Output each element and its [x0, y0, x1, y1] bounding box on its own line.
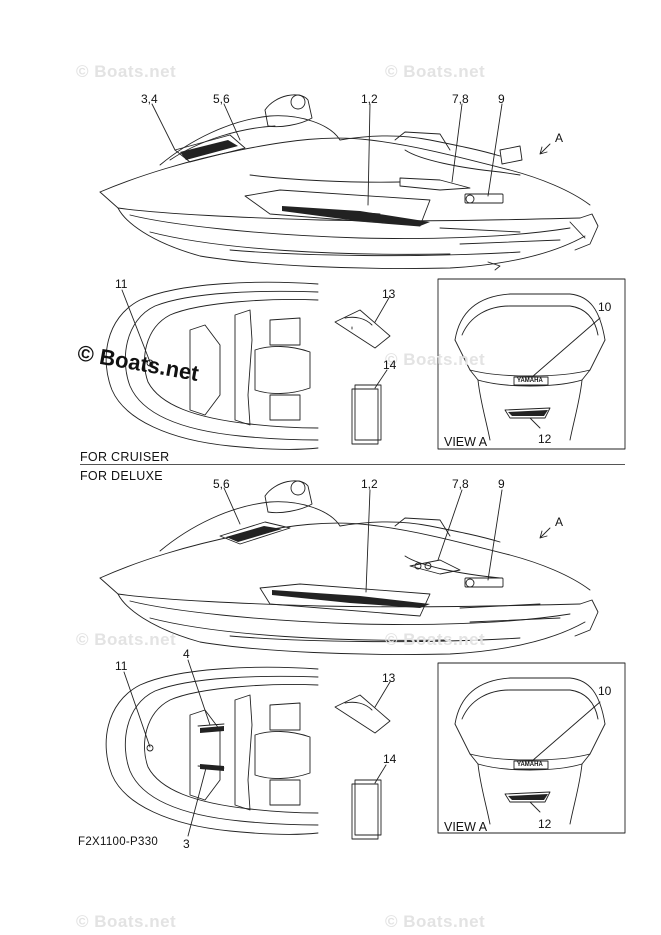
watermark: © Boats.net	[76, 630, 177, 649]
part-code: F2X1100-P330	[78, 836, 159, 848]
deluxe-leaders	[223, 487, 503, 593]
view-arrow-a: A	[555, 131, 564, 145]
callout-7-8: 7,8	[452, 92, 469, 106]
section-divider	[80, 464, 625, 465]
cruiser-side-stripe	[282, 206, 430, 226]
view-a-label: VIEW A	[444, 435, 488, 449]
cruiser-leaders	[151, 103, 503, 206]
view-a-decal-1	[508, 410, 548, 416]
callout-13: 13	[382, 671, 396, 685]
cruiser-seat-decal	[180, 140, 238, 160]
yamaha-decal-text: YAMAHA	[517, 378, 543, 384]
deluxe-side-stripe	[272, 590, 430, 608]
cruiser-side-view	[99, 94, 599, 271]
callout-9: 9	[498, 477, 505, 491]
callout-10: 10	[598, 684, 612, 698]
callout-1-2: 1,2	[361, 477, 378, 491]
section-label-deluxe: FOR DELUXE	[80, 469, 163, 483]
callout-12: 12	[538, 817, 552, 831]
callout-10: 10	[598, 300, 612, 314]
deluxe-top-view	[105, 659, 319, 837]
callout-12: 12	[538, 432, 552, 446]
deluxe-item-14-manual	[351, 764, 387, 840]
callout-11: 11	[115, 277, 128, 291]
deluxe-view-a	[437, 662, 626, 834]
cruiser-top-view	[105, 281, 319, 450]
cruiser-top-decal-right	[200, 764, 224, 771]
view-a-label: VIEW A	[444, 820, 488, 834]
callout-3: 3	[183, 837, 190, 851]
watermark: © Boats.net	[385, 350, 486, 369]
deluxe-side-view	[99, 480, 599, 655]
callout-5-6: 5,6	[213, 477, 230, 491]
cruiser-top-decal-left	[200, 726, 224, 733]
callout-11: 11	[115, 659, 128, 673]
callout-3-4: 3,4	[141, 92, 158, 106]
yamaha-decal-text: YAMAHA	[517, 762, 543, 768]
callout-5-6: 5,6	[213, 92, 230, 106]
cruiser-view-a	[437, 278, 626, 450]
watermark: © Boats.net	[385, 630, 486, 649]
watermark: © Boats.net	[385, 912, 486, 931]
callout-7-8: 7,8	[452, 477, 469, 491]
deluxe-item-13-pouch	[334, 681, 391, 734]
deluxe-seat-decal	[226, 526, 282, 542]
callout-1-2: 1,2	[361, 92, 378, 106]
view-a-decal-2	[508, 794, 548, 800]
callout-9: 9	[498, 92, 505, 106]
callout-14: 14	[383, 752, 397, 766]
watermark: © Boats.net	[76, 62, 177, 81]
item-14-manual	[351, 369, 388, 445]
section-label-cruiser: FOR CRUISER	[80, 450, 170, 464]
watermark: © Boats.net	[385, 62, 486, 81]
callout-4: 4	[183, 647, 190, 661]
item-13-pouch	[334, 295, 391, 349]
watermark: © Boats.net	[76, 912, 177, 931]
callout-14: 14	[383, 358, 397, 372]
callout-13: 13	[382, 287, 396, 301]
view-arrow-a: A	[555, 515, 564, 529]
